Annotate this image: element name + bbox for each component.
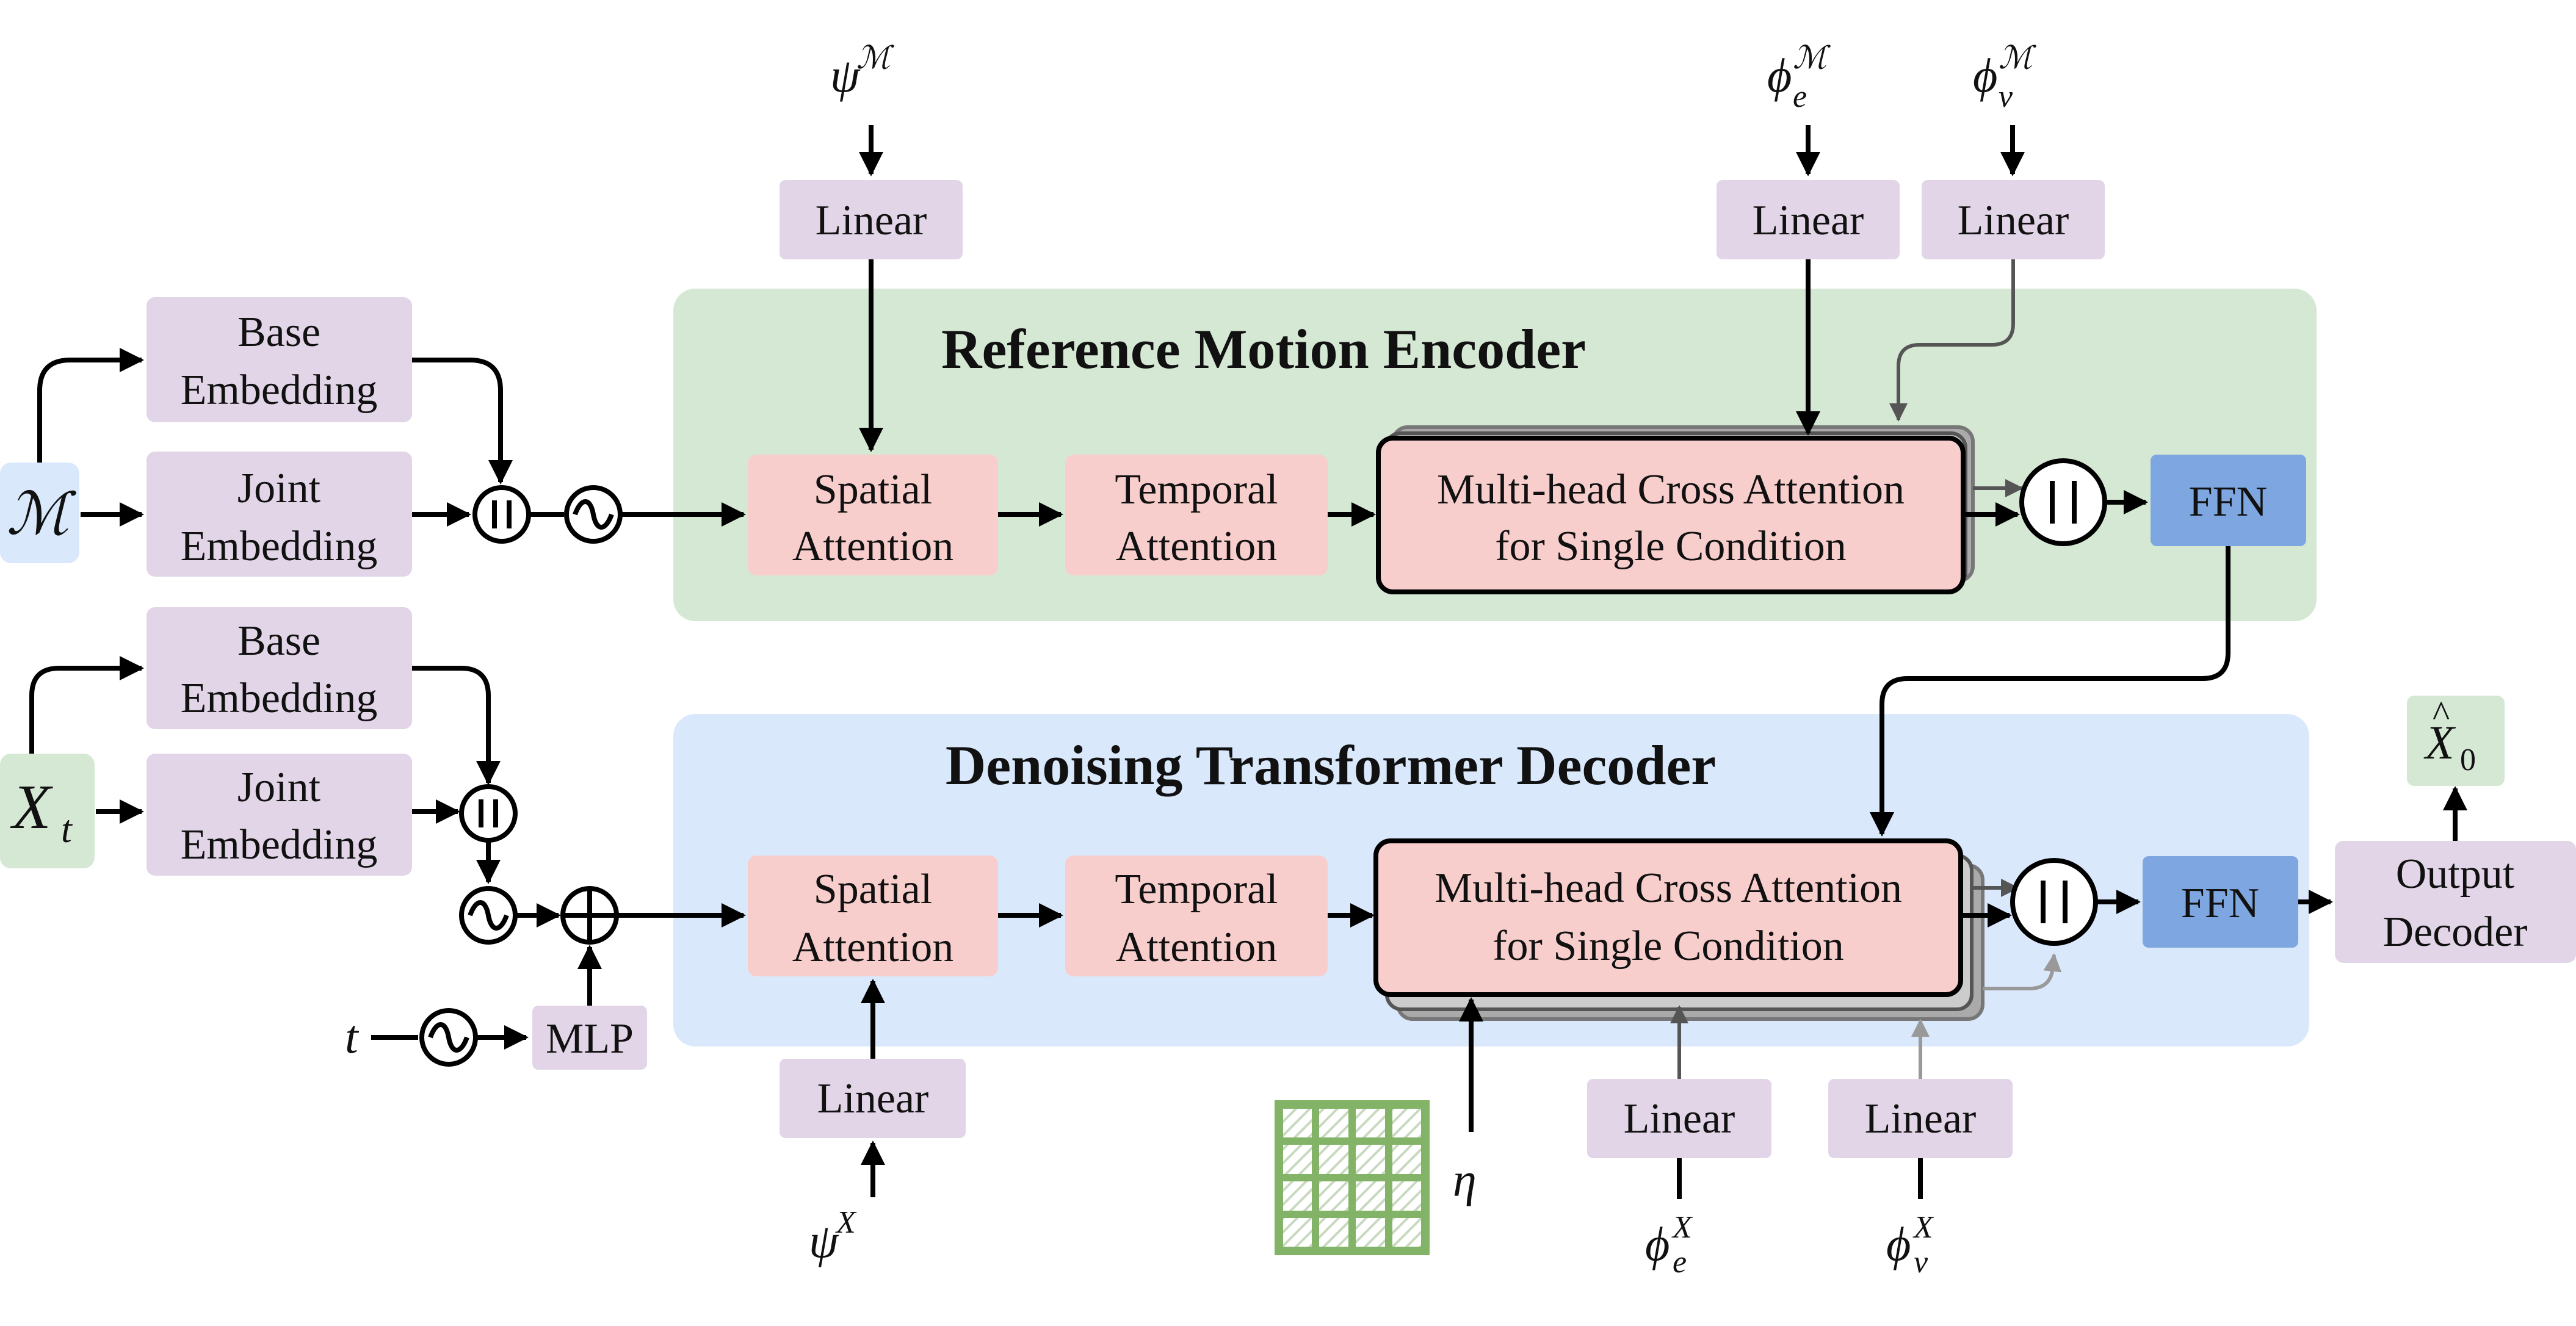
spatial-attention-enc	[748, 455, 998, 575]
svg-text:Joint: Joint	[237, 764, 321, 811]
svg-text:0: 0	[2460, 743, 2476, 777]
svg-text:^: ^	[2433, 694, 2450, 734]
phi-e-m-label: ϕ ℳ e	[1767, 41, 1831, 114]
svg-text:X: X	[835, 1205, 857, 1240]
concat-node-enc	[472, 485, 531, 544]
svg-text:Attention: Attention	[792, 924, 953, 971]
svg-text:v: v	[1999, 79, 2013, 114]
concat-node-dec	[459, 784, 518, 843]
phi-e-x-label: ϕ X e	[1645, 1210, 1693, 1280]
joint-embedding-dec	[147, 754, 412, 876]
svg-text:Embedding: Embedding	[181, 675, 378, 722]
spatial-attention-dec	[748, 856, 998, 976]
linear-box-psi-m	[780, 180, 963, 259]
linear-box-psi-x	[780, 1059, 966, 1138]
svg-text:Joint: Joint	[237, 465, 321, 512]
output-decoder	[2335, 841, 2576, 963]
svg-text:v: v	[1914, 1245, 1928, 1280]
m-input-box	[0, 463, 79, 563]
svg-text:ϕ: ϕ	[1973, 49, 1997, 102]
svg-text:Linear: Linear	[816, 197, 927, 244]
phi-v-x-label: ϕ X v	[1886, 1210, 1934, 1280]
svg-text:t: t	[61, 807, 73, 851]
svg-text:Linear: Linear	[1624, 1095, 1735, 1142]
x0-output-box	[2407, 696, 2505, 786]
svg-text:ψ: ψ	[830, 49, 861, 102]
svg-text:X: X	[10, 772, 53, 842]
svg-text:Embedding: Embedding	[181, 367, 378, 414]
psi-x-label: ψ X	[809, 1205, 857, 1267]
svg-text:Linear: Linear	[1958, 197, 2069, 244]
svg-text:Linear: Linear	[1865, 1095, 1977, 1142]
svg-text:FFN: FFN	[2181, 880, 2259, 927]
svg-text:Attention: Attention	[1116, 924, 1277, 971]
phi-v-m-label: ϕ ℳ v	[1973, 41, 2036, 114]
svg-text:for Single Condition: for Single Condition	[1495, 523, 1847, 570]
linear-box-phi-e-m	[1717, 180, 1900, 259]
encoder-title: Reference Motion Encoder	[941, 318, 1586, 380]
svg-text:Temporal: Temporal	[1115, 466, 1278, 513]
svg-text:e: e	[1793, 79, 1807, 114]
psi-m-label: ψ ℳ	[830, 41, 894, 102]
svg-text:Base: Base	[237, 309, 320, 356]
svg-text:Linear: Linear	[817, 1075, 929, 1122]
svg-text:Embedding: Embedding	[181, 523, 378, 570]
xt-label: X t	[10, 772, 73, 851]
t-label: t	[345, 1010, 360, 1063]
eta-label: η	[1453, 1153, 1477, 1206]
temporal-attention-dec	[1065, 856, 1328, 976]
svg-text:ϕ: ϕ	[1886, 1217, 1911, 1270]
svg-text:Base: Base	[237, 618, 320, 665]
svg-text:FFN: FFN	[2189, 478, 2267, 525]
temporal-attention-enc	[1065, 455, 1328, 575]
svg-text:Temporal: Temporal	[1115, 866, 1278, 913]
svg-text:Output: Output	[2396, 851, 2515, 898]
svg-text:Spatial: Spatial	[814, 866, 932, 913]
svg-text:Attention: Attention	[1116, 523, 1277, 570]
joint-embedding-enc	[147, 452, 412, 577]
svg-text:Linear: Linear	[1753, 197, 1864, 244]
concat-node-enc2	[2019, 458, 2107, 546]
svg-text:e: e	[1673, 1245, 1687, 1280]
linear-box-phi-e-x	[1587, 1079, 1771, 1158]
svg-text:ψ: ψ	[809, 1214, 839, 1267]
grid-icon	[1275, 1100, 1430, 1255]
svg-text:Decoder: Decoder	[2382, 909, 2527, 956]
base-embedding-dec	[147, 607, 412, 729]
svg-text:for Single Condition: for Single Condition	[1492, 923, 1844, 970]
x0-hat-label: X ^ 0	[2423, 694, 2476, 777]
linear-box-phi-v-x	[1828, 1079, 2013, 1158]
base-embedding-enc	[147, 297, 412, 422]
svg-text:Spatial: Spatial	[814, 466, 932, 513]
svg-text:ϕ: ϕ	[1645, 1217, 1670, 1270]
mhca-dec	[1373, 838, 1963, 997]
svg-text:Multi-head Cross Attention: Multi-head Cross Attention	[1435, 865, 1902, 912]
svg-text:MLP: MLP	[546, 1015, 634, 1062]
svg-text:ℳ: ℳ	[856, 41, 894, 76]
xt-input-box	[0, 754, 95, 868]
m-symbol: ℳ	[7, 481, 77, 547]
decoder-title: Denoising Transformer Decoder	[946, 734, 1716, 796]
svg-text:X: X	[2423, 716, 2456, 769]
svg-text:ℳ: ℳ	[1999, 41, 2036, 76]
ffn-dec	[2143, 856, 2298, 948]
svg-text:X: X	[1671, 1210, 1693, 1245]
mlp-box	[532, 1006, 647, 1070]
svg-text:Multi-head Cross Attention: Multi-head Cross Attention	[1437, 466, 1905, 513]
svg-text:Embedding: Embedding	[181, 821, 378, 868]
linear-box-phi-v-m	[1922, 180, 2105, 259]
svg-text:ϕ: ϕ	[1767, 49, 1792, 102]
svg-text:Attention: Attention	[792, 523, 953, 570]
ffn-enc	[2151, 455, 2306, 546]
concat-node-dec2	[2010, 858, 2098, 946]
svg-text:ℳ: ℳ	[1793, 41, 1831, 76]
svg-text:X: X	[1912, 1210, 1934, 1245]
